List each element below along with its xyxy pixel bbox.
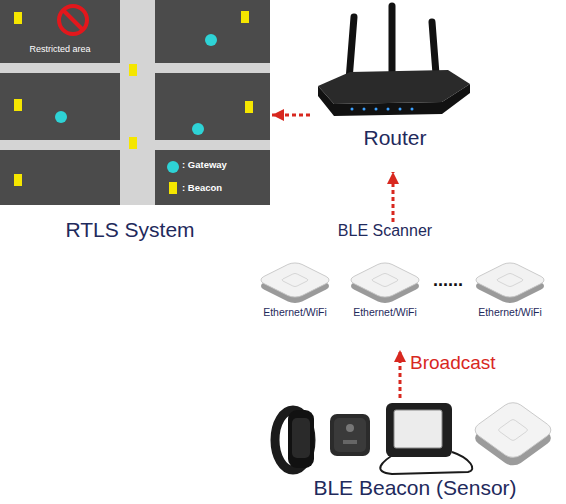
beacon-marker [14, 174, 22, 186]
scanner-ap: Ethernet/WiFi [342, 252, 428, 322]
tag-device [330, 414, 370, 456]
scanner-ap-inset [281, 273, 309, 287]
scanner-group: BLE ScannerEthernet/WiFiEthernet/WiFiEth… [250, 222, 556, 350]
card-screen [394, 410, 442, 448]
group-title: BLE Beacon (Sensor) [305, 476, 525, 500]
scanner-ap-inset [371, 273, 399, 287]
scanner-ap-top [347, 261, 423, 299]
router-led [375, 108, 378, 111]
ellipsis-mark: ...... [428, 270, 468, 291]
ap-label: Ethernet/WiFi [460, 306, 560, 318]
beacon-group: BLE Beacon (Sensor) [265, 398, 560, 502]
gateway-marker [55, 111, 67, 123]
map-room [0, 150, 120, 205]
map-room [0, 73, 120, 140]
router-front [318, 84, 470, 116]
beacon-marker [129, 64, 137, 76]
legend-text: : Beacon [182, 183, 252, 194]
card-device [386, 403, 452, 457]
group-title: BLE Scanner [325, 222, 445, 240]
beacon-marker [241, 11, 249, 23]
router-antenna [349, 17, 354, 80]
dashed-arrow [392, 172, 395, 222]
legend-text: : Gateway [182, 160, 252, 171]
tag-slot [343, 440, 357, 444]
router-node: Router [310, 2, 480, 172]
beacon-marker [14, 99, 22, 111]
legend-swatch [169, 182, 177, 194]
router-antenna [389, 6, 396, 74]
legend-swatch [167, 161, 179, 173]
map-room [0, 0, 120, 63]
router-led [387, 108, 390, 111]
router-led [399, 108, 402, 111]
beacon-marker [129, 137, 137, 149]
dashed-arrow [272, 114, 310, 117]
router-led [351, 108, 354, 111]
area-note: Restricted area [10, 44, 110, 54]
beacon-ap-top [471, 399, 556, 460]
map-panel: RTLS System [0, 0, 272, 250]
scanner-ap: Ethernet/WiFi [467, 252, 553, 322]
map-room [155, 150, 270, 205]
gateway-marker [192, 123, 204, 135]
dashed-arrow [399, 350, 402, 398]
beacon-ap-inset [497, 419, 528, 441]
scanner-ap-top [472, 261, 548, 299]
gateway-marker [205, 34, 217, 46]
ap-label: Ethernet/WiFi [245, 306, 345, 318]
beacon-ap-top [471, 399, 556, 460]
scanner-ap-top [472, 261, 548, 299]
map-room [155, 73, 270, 140]
edge-label: Broadcast [410, 352, 520, 374]
scanner-ap-top [257, 261, 333, 299]
beacon-marker [245, 101, 253, 113]
router-title: Router [345, 126, 445, 150]
wristband-face [288, 410, 314, 468]
tag-button [346, 424, 354, 432]
no-entry-sign [59, 6, 87, 34]
scanner-ap-inset [496, 273, 524, 287]
map-room [155, 0, 270, 63]
router-led [411, 108, 414, 111]
wristband-screen [292, 418, 310, 458]
scanner-ap: Ethernet/WiFi [252, 252, 338, 322]
panel-title: RTLS System [20, 218, 240, 242]
scanner-ap-top [257, 261, 333, 299]
map-corridor [0, 0, 270, 205]
router-antenna [432, 22, 436, 74]
ap-label: Ethernet/WiFi [335, 306, 435, 318]
no-entry-slash [63, 10, 83, 30]
router-led [363, 108, 366, 111]
scanner-ap-top [347, 261, 423, 299]
beacon-marker [14, 12, 22, 24]
tag-face [334, 418, 366, 452]
